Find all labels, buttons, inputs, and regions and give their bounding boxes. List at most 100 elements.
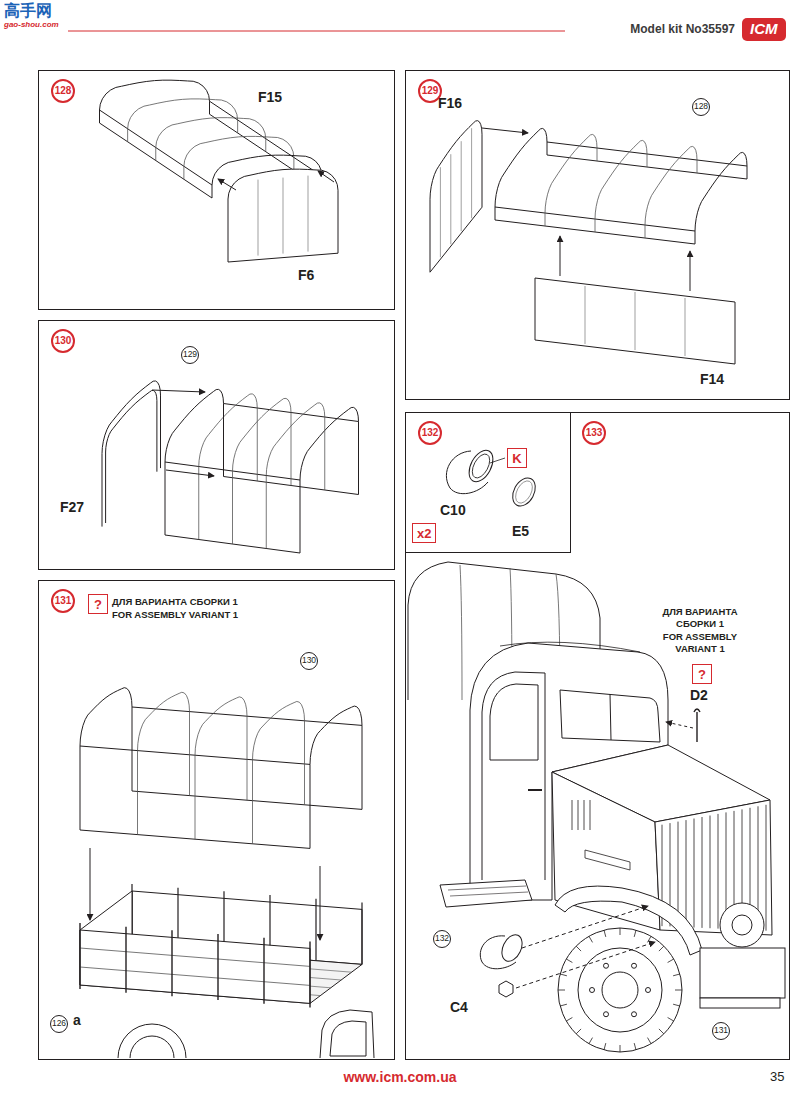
step-133-art xyxy=(408,562,785,1052)
stake xyxy=(171,930,172,996)
winch xyxy=(720,903,764,947)
door-window xyxy=(490,684,538,760)
panel-rib xyxy=(585,286,586,344)
step-number: 128 xyxy=(51,79,75,103)
tread xyxy=(634,930,636,937)
step-reference: 132 xyxy=(433,930,451,948)
wheel-nut xyxy=(590,988,595,993)
tread xyxy=(566,959,572,963)
wheel xyxy=(130,1036,174,1058)
tread xyxy=(604,930,606,937)
tread xyxy=(675,990,682,991)
brand-logo: ICM xyxy=(742,18,786,41)
door xyxy=(482,672,545,880)
panel-rib xyxy=(471,128,472,218)
hood-vent xyxy=(578,800,579,830)
side-slat xyxy=(80,948,310,966)
tread xyxy=(634,1043,636,1050)
wheel-nut xyxy=(632,963,637,968)
step-130-art xyxy=(102,381,359,553)
part-number: C10 xyxy=(440,503,466,518)
tread xyxy=(620,1045,621,1052)
canopy xyxy=(138,692,190,834)
tread xyxy=(566,1018,572,1022)
roof-assembly xyxy=(595,140,647,232)
part-number: D2 xyxy=(690,688,708,703)
paint-code-box: K xyxy=(507,448,527,468)
variant-note: ДЛЯ ВАРИАНТА СБОРКИ 1 xyxy=(112,596,238,608)
grille-bar xyxy=(694,819,695,928)
tread xyxy=(659,1029,664,1034)
tread xyxy=(576,1029,581,1034)
canopy xyxy=(233,398,292,544)
step-reference: 130 xyxy=(300,652,318,670)
wheel-nut xyxy=(604,1012,609,1017)
wheel-nut xyxy=(646,988,651,993)
step-number: 130 xyxy=(51,329,75,353)
lens xyxy=(512,478,536,506)
tread xyxy=(673,974,680,976)
assembly-arrow xyxy=(90,848,91,920)
step-panel: 131? xyxy=(38,580,395,1060)
step-128-art xyxy=(100,80,339,262)
step-number: 132 xyxy=(418,421,442,445)
cab-window xyxy=(330,1021,366,1056)
quantity-box: x2 xyxy=(412,523,436,543)
headlight-rim xyxy=(464,446,498,485)
panel-rib xyxy=(685,298,686,356)
stake xyxy=(309,941,310,1007)
grille-bar xyxy=(718,814,719,929)
part-number: F6 xyxy=(298,268,314,283)
windshield-divider xyxy=(610,694,611,740)
step-reference: 131 xyxy=(712,1022,730,1040)
roof-sheet xyxy=(100,80,210,123)
marker-text: K xyxy=(512,452,521,465)
assembly-arrow xyxy=(152,390,205,392)
stake xyxy=(217,934,218,1000)
door-handle xyxy=(528,789,542,791)
part-number: F15 xyxy=(258,90,282,105)
assembly-leader xyxy=(516,942,655,988)
roof-assembly xyxy=(695,152,747,244)
page-number: 35 xyxy=(770,1070,784,1084)
front-panel xyxy=(430,121,482,273)
stake xyxy=(361,902,362,964)
grille-bar xyxy=(766,805,767,931)
cab-roof xyxy=(320,1010,374,1058)
stake xyxy=(263,938,264,1004)
wheel-nut xyxy=(632,1012,637,1017)
winch xyxy=(732,915,752,935)
end-panel xyxy=(228,169,338,262)
kit-number: Model kit No35597 xyxy=(630,23,735,36)
step-reference: 126 xyxy=(50,1015,68,1033)
step-panel: 132Kx2 xyxy=(405,412,571,553)
tread xyxy=(668,1018,674,1022)
step-132-art xyxy=(446,446,539,510)
tread xyxy=(648,1038,652,1044)
canopy xyxy=(80,688,362,849)
variant-note: FOR ASSEMBLY VARIANT 1 xyxy=(112,609,238,621)
roof-assembly xyxy=(645,146,697,238)
step-number: 131 xyxy=(51,589,75,613)
panel-rib xyxy=(440,167,441,257)
assembly-arrow xyxy=(320,866,321,940)
mirror-bracket xyxy=(694,709,700,742)
step-reference: 129 xyxy=(181,346,199,364)
lens xyxy=(508,474,540,510)
leader-line xyxy=(490,458,505,463)
roof-assembly xyxy=(495,128,547,220)
wheel-rim xyxy=(578,948,662,1032)
canopy xyxy=(165,389,224,535)
panel-rib xyxy=(635,292,636,350)
grille-bar xyxy=(686,820,687,927)
header xyxy=(68,31,565,32)
bed-near-side xyxy=(80,930,310,1003)
stake xyxy=(79,923,80,989)
hood-vent xyxy=(590,800,591,830)
part-number: F27 xyxy=(60,500,84,515)
variant-note: FOR ASSEMBLY VARIANT 1 xyxy=(650,631,750,655)
grille-bar xyxy=(710,816,711,929)
step-panel: 130 xyxy=(38,320,395,570)
